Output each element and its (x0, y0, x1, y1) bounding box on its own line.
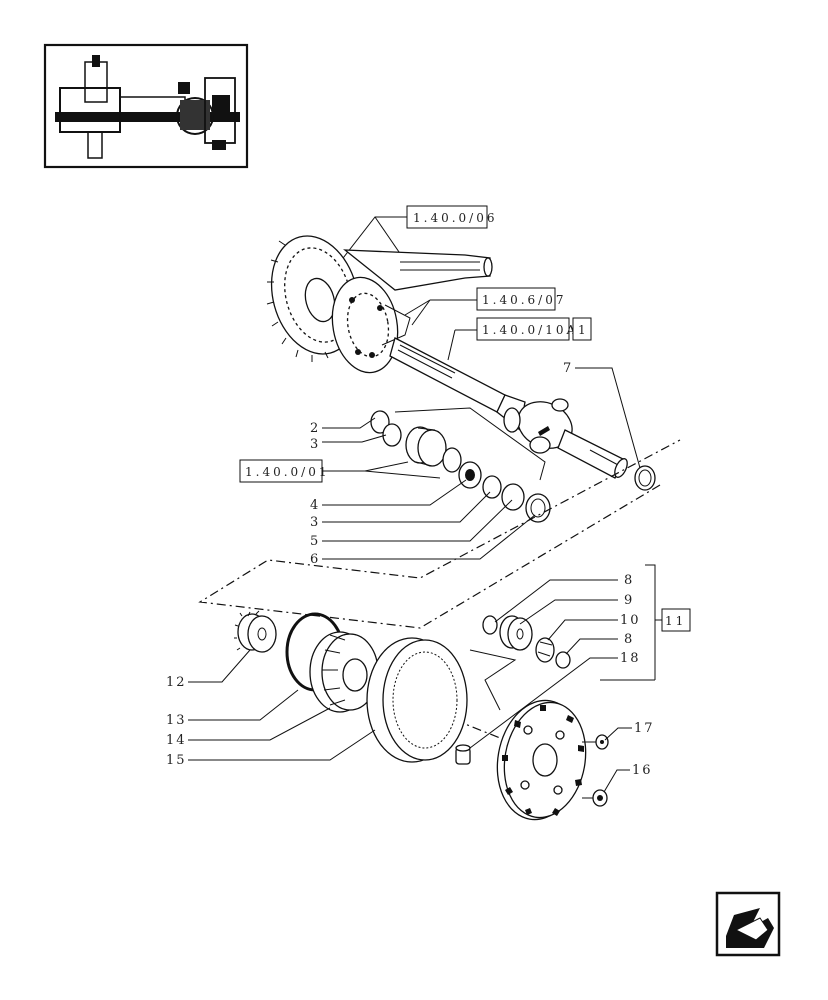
planet-subgroup (469, 615, 571, 711)
part-12-planet-gear (234, 610, 277, 653)
previous-page-arrow-icon[interactable] (715, 891, 781, 957)
callout-14: 14 (166, 733, 187, 748)
callout-7: 7 (563, 361, 573, 376)
axle-thumbnail (43, 43, 249, 169)
callout-18: 18 (620, 651, 641, 666)
clip-group-upper (370, 410, 551, 523)
pinion-shaft (343, 249, 493, 291)
callout-5: 5 (310, 534, 320, 549)
ref-leaders (322, 216, 662, 681)
callout-6: 6 (310, 552, 320, 567)
ref-label-1: 1.40.0/06 (413, 211, 497, 225)
callout-8-lower: 8 (624, 632, 634, 647)
ref-box-2[interactable]: 1.40.6/07 (476, 287, 566, 311)
callout-9: 9 (624, 593, 634, 608)
ref-box-5[interactable]: 11 (661, 608, 691, 632)
callout-16: 16 (632, 763, 653, 778)
callout-8-upper: 8 (624, 573, 634, 588)
differential-housing (331, 276, 411, 374)
part-15-ring-gear (366, 637, 468, 763)
ref-label-2: 1.40.6/07 (482, 293, 566, 307)
callout-4: 4 (310, 498, 320, 513)
part-18-pin (455, 744, 471, 765)
callout-15: 15 (166, 753, 187, 768)
callout-3-upper: 3 (310, 437, 320, 452)
callout-13: 13 (166, 713, 187, 728)
group-bracket (394, 407, 546, 481)
callout-3-lower: 3 (310, 515, 320, 530)
callout-12: 12 (166, 675, 187, 690)
callout-leaders (188, 367, 641, 793)
ref-box-3[interactable]: 1.40.0/10A 1 (476, 317, 592, 341)
planet-carrier-cover (496, 699, 587, 821)
ref-label-4: 1.40.0/01 (245, 465, 329, 479)
ref-label-3-index: 1 (578, 323, 589, 337)
callout-17: 17 (634, 721, 655, 736)
part-7-circlip (634, 465, 656, 491)
ref-label-3: 1.40.0/10A (482, 323, 578, 337)
callout-2: 2 (310, 421, 320, 436)
part-16-screw (582, 789, 608, 807)
ref-label-5: 11 (665, 614, 686, 628)
callout-10: 10 (620, 613, 641, 628)
ref-box-1[interactable]: 1.40.0/06 (406, 205, 497, 229)
ref-box-4[interactable]: 1.40.0/01 (239, 459, 329, 483)
half-shaft (389, 337, 628, 479)
part-14-sun-gear (309, 631, 379, 713)
part-17-screw (582, 734, 609, 750)
